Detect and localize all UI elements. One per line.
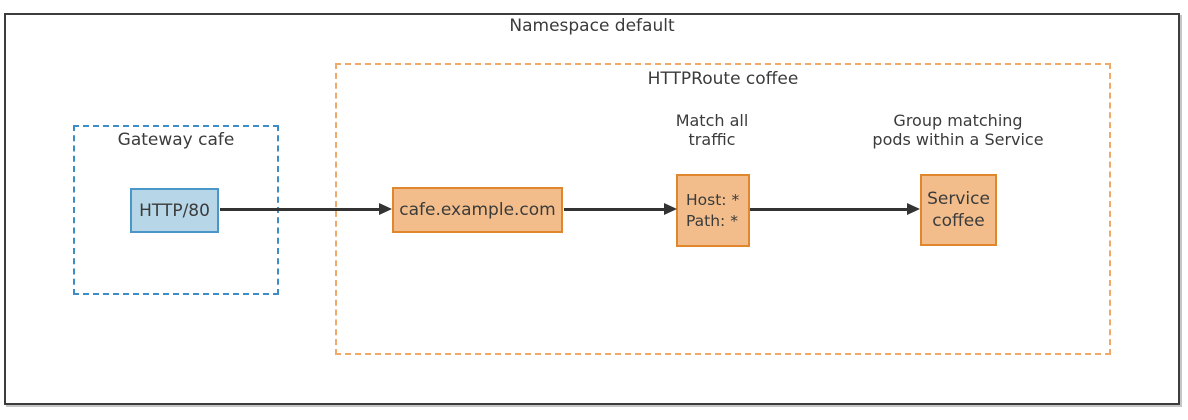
match-host-rule: Host: * bbox=[686, 190, 740, 209]
gateway-listener-node: HTTP/80 bbox=[130, 188, 219, 233]
arrowhead-listener-to-hostname-icon bbox=[379, 203, 392, 215]
arrowhead-match-to-service-icon bbox=[907, 203, 920, 215]
namespace-label: Namespace default bbox=[509, 16, 675, 36]
backend-annotation: Group matching pods within a Service bbox=[833, 111, 1083, 149]
gateway-listener-label: HTTP/80 bbox=[139, 200, 210, 221]
backend-annotation-line2: pods within a Service bbox=[872, 130, 1044, 149]
service-node-text: Service coffee bbox=[927, 188, 990, 232]
arrow-listener-to-hostname bbox=[220, 208, 380, 211]
httproute-label: HTTPRoute coffee bbox=[647, 69, 799, 89]
gateway-label: Gateway cafe bbox=[117, 130, 235, 150]
arrowhead-hostname-to-match-icon bbox=[664, 203, 677, 215]
match-rules-text: Host: * Path: * bbox=[686, 190, 739, 232]
hostname-label: cafe.example.com bbox=[399, 200, 556, 220]
service-label-line1: Service bbox=[927, 189, 990, 209]
backend-annotation-line1: Group matching bbox=[893, 111, 1023, 130]
service-node: Service coffee bbox=[920, 174, 997, 246]
match-path-rule: Path: * bbox=[686, 211, 738, 230]
arrow-match-to-service bbox=[750, 208, 908, 211]
match-annotation-line1: Match all bbox=[675, 111, 749, 130]
hostname-node: cafe.example.com bbox=[392, 187, 563, 233]
match-annotation-line2: traffic bbox=[688, 130, 736, 149]
namespace-boundary: Namespace default bbox=[4, 13, 1180, 405]
match-rules-node: Host: * Path: * bbox=[676, 174, 750, 247]
service-label-line2: coffee bbox=[932, 211, 985, 231]
arrow-hostname-to-match bbox=[564, 208, 665, 211]
match-annotation: Match all traffic bbox=[627, 111, 797, 149]
